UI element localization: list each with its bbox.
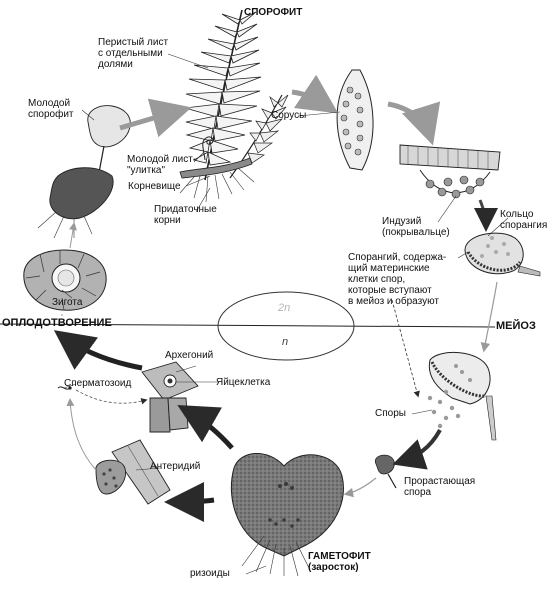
spermatozoid-icon	[57, 386, 72, 390]
label-egg-cell: Яйцеклетка	[216, 377, 271, 388]
dehiscing-sporangium-icon	[427, 351, 497, 441]
label-zygote: Зигота	[52, 297, 83, 308]
young-sporophyte-icon	[37, 105, 131, 239]
label-rhizome: Корневище	[128, 181, 181, 192]
label-young-leaf: Молодой лист- "улитка"	[127, 154, 197, 176]
label-germinating-spore: Прорастающая спора	[404, 476, 476, 498]
label-adventitious-roots: Придаточные корни	[154, 204, 217, 226]
sporangium-icon	[464, 232, 541, 277]
label-young-sporophyte: Молодой спорофит	[28, 98, 74, 120]
sorus-cross-section-icon	[399, 144, 501, 199]
label-archegonium: Архегоний	[165, 350, 214, 361]
label-sporangium: Спорангий, содержа- щий материнские клет…	[348, 252, 447, 307]
label-annulus: Кольцо спорангия	[500, 209, 548, 231]
label-sori: Сорусы	[271, 110, 307, 121]
antheridium-icon	[95, 439, 171, 505]
zygote-icon	[23, 249, 107, 311]
ploidy-ellipse	[217, 291, 355, 361]
label-leader-lines	[61, 53, 509, 575]
gametophyte-prothallus-icon	[230, 453, 344, 577]
label-gametophyte: ГАМЕТОФИТ (заросток)	[308, 551, 371, 573]
fern-frond-icon	[179, 9, 289, 203]
label-rhizoids: ризоиды	[190, 568, 230, 579]
archegonium-icon	[141, 361, 199, 433]
label-indusium: Индузий (покрывальце)	[382, 216, 450, 238]
label-haploid: n	[282, 336, 289, 348]
label-antheridium: Антеридий	[150, 461, 201, 472]
label-diploid: 2n	[278, 302, 291, 314]
label-fertilization: ОПЛОДОТВОРЕНИЕ	[2, 317, 112, 329]
cycle-arrows	[53, 74, 498, 522]
sori-pinna-closeup-icon	[336, 69, 374, 171]
germinating-spore-icon	[374, 454, 397, 489]
label-pinnate-leaf: Перистый лист с отдельными долями	[98, 37, 169, 70]
label-meiosis: МЕЙОЗ	[496, 320, 536, 332]
label-spermatozoid: Сперматозоид	[64, 378, 132, 389]
ploidy-divider-line	[0, 323, 496, 328]
label-sporophyte: СПОРОФИТ	[244, 7, 303, 18]
label-spores: Споры	[375, 408, 406, 419]
